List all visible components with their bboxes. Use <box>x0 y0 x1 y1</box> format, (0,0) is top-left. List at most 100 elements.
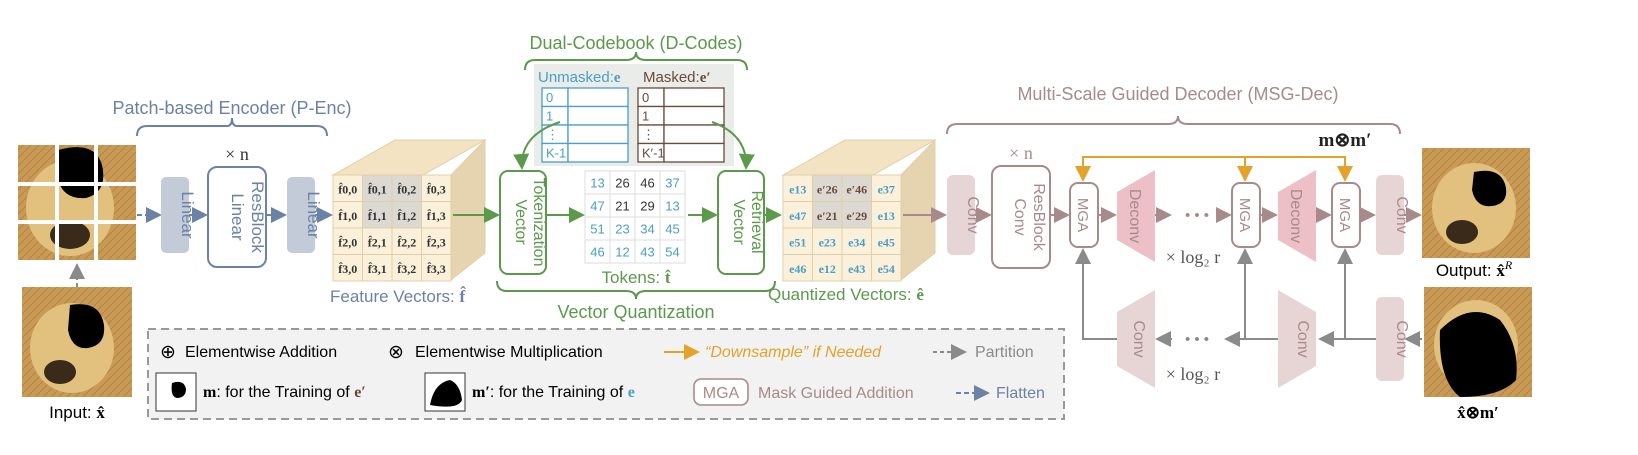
legend-add: Elementwise Addition <box>185 344 337 361</box>
legend-mga-text: Mask Guided Addition <box>758 385 914 402</box>
quantized-cell <box>841 201 872 229</box>
legend-mult-symbol: ⊗ <box>388 342 404 363</box>
feature-label: f̂2,2 <box>397 235 416 249</box>
feature-label: f̂3,0 <box>338 261 357 275</box>
feature-label: f̂0,3 <box>427 182 446 196</box>
quantized-label: e′26 <box>817 182 838 196</box>
codebook-title: Dual-Codebook (D-Codes) <box>529 33 742 53</box>
token-label: 13 <box>665 199 679 214</box>
codebook-index-label: ⋮ <box>642 127 655 142</box>
quantized-cell <box>782 174 813 202</box>
vector-retrieval-block <box>717 170 765 275</box>
decoder-dots: • • • <box>1185 207 1209 224</box>
codebook-index-label: 1 <box>546 109 553 124</box>
codebook-vector-cell <box>567 124 629 145</box>
conv-resblock <box>991 165 1051 269</box>
vq-brace <box>496 280 776 300</box>
output-image <box>1422 148 1530 258</box>
quantized-cell <box>871 227 902 255</box>
feature-label: f̂1,3 <box>427 208 446 222</box>
token-label: 46 <box>640 176 654 191</box>
encoder-brace <box>136 117 328 137</box>
quantized-cell <box>812 227 843 255</box>
feature-label: f̂2,1 <box>368 235 387 249</box>
quantized-label: e12 <box>819 262 836 276</box>
legend-mult: Elementwise Multiplication <box>415 344 603 361</box>
quantized-cell <box>871 201 902 229</box>
quantized-cell <box>871 174 902 202</box>
vector-tokenization-line2: Tokenization <box>530 178 547 267</box>
codebook-index-label: K′-1 <box>642 146 665 161</box>
output-label: Output: x̂R <box>1436 258 1513 280</box>
token-label: 12 <box>615 245 629 260</box>
mask-conv-3-label: Conv <box>1130 320 1147 357</box>
feature-vectors-label: Feature Vectors: f̂ <box>330 287 466 306</box>
feature-cell <box>391 174 422 202</box>
masked-codebook-label: Masked:e′ <box>643 69 711 86</box>
token-label: 13 <box>590 176 604 191</box>
quantized-cell <box>812 201 843 229</box>
codebook-index-label: ⋮ <box>546 127 559 142</box>
decoder-brace <box>946 115 1401 135</box>
gray-to-mga-1 <box>1075 248 1117 340</box>
quantized-cell <box>782 254 813 282</box>
mga-block-3-label: MGA <box>1336 198 1353 232</box>
quantized-label: e46 <box>789 262 806 276</box>
codebook-index-label: 0 <box>642 90 649 105</box>
vq-title: Vector Quantization <box>557 302 714 322</box>
token-label: 47 <box>590 199 604 214</box>
conv-resblock-line1: Conv <box>1011 198 1028 235</box>
input-image <box>22 287 132 397</box>
linear-block-1 <box>161 177 189 253</box>
legend-box <box>147 328 1065 420</box>
codebook-brace <box>524 51 748 71</box>
quantized-cell <box>841 254 872 282</box>
mga-block-2-label: MGA <box>1236 198 1253 232</box>
token-label: 54 <box>665 245 679 260</box>
token-label: 43 <box>640 245 654 260</box>
feature-cell <box>421 201 452 229</box>
mga-block-1-label: MGA <box>1074 198 1091 232</box>
codebook-vector-cell <box>663 142 725 163</box>
codebook-to-retrieval-arrow <box>711 121 755 170</box>
encoder-title: Patch-based Encoder (P-Enc) <box>112 98 351 118</box>
quantized-label: e13 <box>878 209 895 223</box>
legend-mask-mp: m′: for the Training of e <box>472 384 635 401</box>
token-label: 23 <box>615 222 629 237</box>
feature-label: f̂1,2 <box>397 208 416 222</box>
mask-conv-3 <box>1117 290 1155 388</box>
codebook-vector-cell <box>663 87 725 108</box>
quantized-label: e13 <box>789 182 806 196</box>
legend-partition: Partition <box>975 344 1034 361</box>
token-label: 51 <box>590 222 604 237</box>
quantized-label: e51 <box>789 235 806 249</box>
feature-label: f̂1,1 <box>368 208 387 222</box>
legend-mga-box <box>693 378 749 406</box>
quantized-label: e45 <box>878 235 895 249</box>
decoder-conv-in-label: Conv <box>964 196 981 233</box>
legend-mask-m: m: for the Training of e′ <box>203 384 366 401</box>
quantized-label: e23 <box>819 235 836 249</box>
decoder-repeat: × n <box>1009 143 1033 163</box>
quantized-cell <box>812 174 843 202</box>
codebook-index-label: 1 <box>642 109 649 124</box>
legend-flatten: Flatten <box>996 385 1045 402</box>
mask-conv-1-label: Conv <box>1393 320 1410 357</box>
legend-downsample: “Downsample” if Needed <box>705 344 882 361</box>
feature-label: f̂0,0 <box>338 182 357 196</box>
codebook-vector-cell <box>567 142 629 163</box>
vector-tokenization-block <box>499 170 547 275</box>
feature-cell <box>332 201 363 229</box>
quantized-cell <box>782 227 813 255</box>
partitioned-input-image <box>18 145 136 260</box>
feature-cell <box>362 174 393 202</box>
linear-block-2-label: Linear <box>304 191 323 239</box>
mask-dots: • • • <box>1185 331 1209 348</box>
quantized-label: e′21 <box>817 209 838 223</box>
vector-tokenization-line1: Vector <box>512 199 529 245</box>
